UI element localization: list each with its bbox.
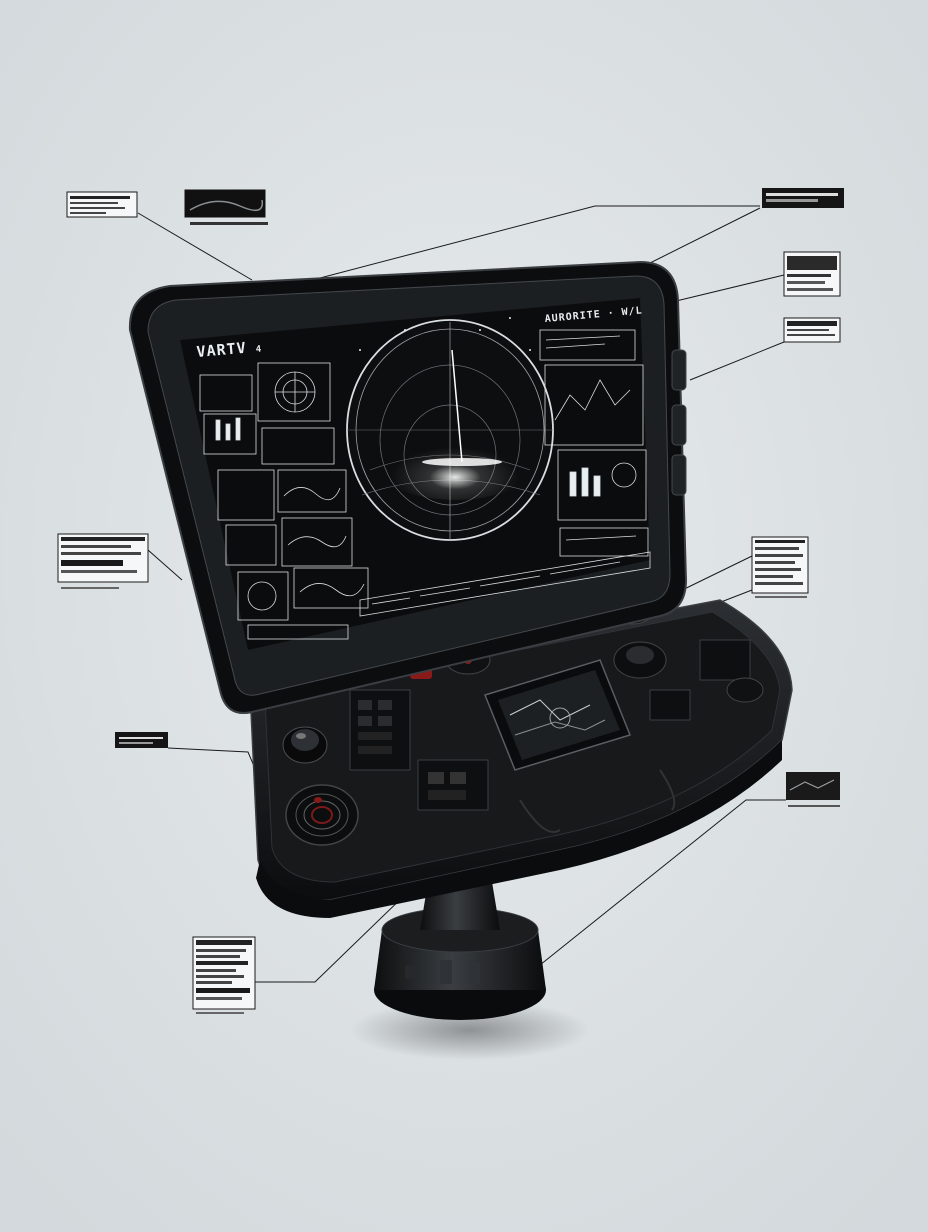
callout-line-left-mid — [147, 549, 183, 581]
callout-line-top-right-1 — [639, 207, 761, 269]
main-screen: VARTV 4 AURORITE · W/L — [180, 298, 651, 650]
callout-box-right-2 — [783, 317, 841, 343]
callout-box-left-mid — [57, 533, 149, 589]
cable-2 — [659, 769, 676, 811]
callout-box-right-1 — [783, 251, 841, 297]
rotary-knob-icon — [282, 726, 328, 764]
callout-box-top-left — [66, 191, 138, 218]
ground-shadow — [350, 1000, 590, 1060]
button-cluster-center — [417, 759, 489, 811]
mini-monitor — [484, 659, 631, 771]
callout-line-top-center — [319, 205, 760, 279]
callout-box-left-low — [115, 732, 168, 748]
right-hud-panels — [539, 329, 649, 557]
callout-line-top-right-2 — [671, 274, 785, 303]
callout-box-right-mid — [751, 536, 809, 598]
callout-line-right-low — [539, 799, 786, 966]
screen-star-dots — [359, 317, 531, 351]
button-cluster-left — [349, 689, 411, 771]
callout-line-top-left — [137, 212, 253, 281]
screen-title: VARTV — [196, 339, 248, 361]
screen-title-suffix: 4 — [255, 344, 262, 355]
bottom-hud-strip — [359, 551, 651, 617]
callout-box-left-bottom — [192, 936, 256, 1014]
callout-box-top-right — [762, 188, 844, 208]
spiral-dial-icon — [285, 784, 359, 846]
callout-line-left-bottom — [255, 889, 411, 983]
pedestal-stand-icon — [374, 860, 546, 1020]
callout-line-right-3 — [689, 341, 785, 381]
cable-1 — [519, 799, 561, 833]
callout-box-right-low — [786, 772, 840, 807]
left-hud-panels — [199, 362, 369, 640]
callout-box-top-image — [184, 189, 268, 225]
radar-scope-icon — [346, 319, 554, 541]
